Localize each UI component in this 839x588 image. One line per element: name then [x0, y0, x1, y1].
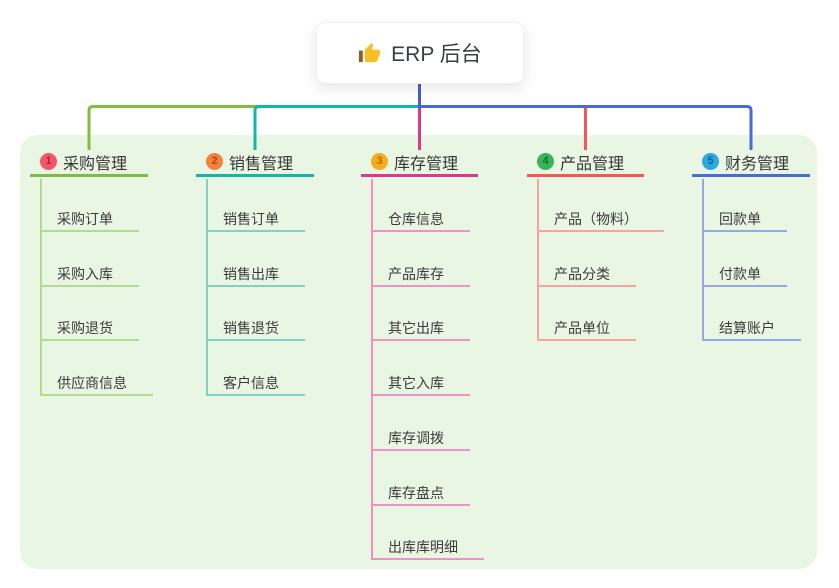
branch-node-label: 产品管理 — [560, 155, 625, 173]
branch-node-4[interactable]: 4 产品管理 — [527, 149, 644, 177]
branch-node-2[interactable]: 2 销售管理 — [196, 149, 314, 177]
branch-node-3[interactable]: 3 库存管理 — [361, 149, 478, 177]
child-node[interactable]: 付款单 — [702, 263, 787, 287]
child-node[interactable]: 销售退货 — [206, 317, 305, 342]
child-node[interactable]: 仓库信息 — [371, 208, 470, 232]
root-node-label: ERP 后台 — [391, 43, 482, 66]
child-node[interactable]: 采购退货 — [40, 317, 139, 342]
child-node[interactable]: 客户信息 — [206, 372, 305, 397]
branch-node-label: 库存管理 — [394, 155, 459, 173]
branch-node-5[interactable]: 5 财务管理 — [692, 149, 810, 177]
child-node[interactable]: 采购入库 — [40, 263, 139, 287]
child-node[interactable]: 出库库明细 — [371, 536, 484, 561]
priority-badge-icon: 3 — [371, 153, 388, 170]
child-node[interactable]: 其它入库 — [371, 372, 470, 397]
child-node[interactable]: 销售订单 — [206, 208, 305, 232]
child-node[interactable]: 产品分类 — [537, 263, 636, 287]
child-node[interactable]: 其它出库 — [371, 317, 470, 342]
child-node[interactable]: 回款单 — [702, 208, 787, 232]
thumbs-up-icon — [359, 42, 381, 62]
branch-node-label: 财务管理 — [725, 155, 790, 173]
child-node[interactable]: 销售出库 — [206, 263, 305, 287]
child-node[interactable]: 供应商信息 — [40, 372, 153, 397]
child-node[interactable]: 产品（物料） — [537, 208, 664, 232]
branch-node-label: 销售管理 — [229, 155, 294, 173]
root-node[interactable]: ERP 后台 — [316, 22, 524, 84]
branch-node-1[interactable]: 1 采购管理 — [30, 149, 148, 177]
priority-badge-icon: 5 — [702, 153, 719, 170]
branches-background-panel — [20, 135, 817, 569]
priority-badge-icon: 1 — [40, 153, 57, 170]
branch-node-label: 采购管理 — [63, 155, 128, 173]
priority-badge-icon: 2 — [206, 153, 223, 170]
child-node[interactable]: 产品库存 — [371, 263, 470, 287]
child-node[interactable]: 库存调拨 — [371, 427, 470, 451]
child-node[interactable]: 产品单位 — [537, 317, 636, 342]
priority-badge-icon: 4 — [537, 153, 554, 170]
child-node[interactable]: 结算账户 — [702, 317, 801, 342]
child-node[interactable]: 采购订单 — [40, 208, 139, 232]
child-node[interactable]: 库存盘点 — [371, 482, 470, 506]
